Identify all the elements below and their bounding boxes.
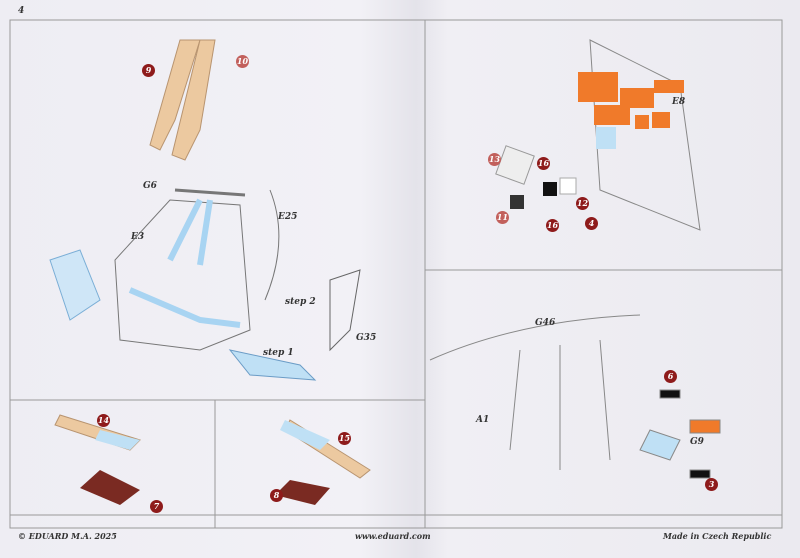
seat-harness-blue: [128, 198, 241, 328]
callout-12: 12: [576, 197, 589, 210]
part-label-g9: G9: [690, 437, 704, 447]
callout-4: 4: [585, 217, 598, 230]
callout-13: 13: [488, 153, 501, 166]
origin-text: Made in Czech Republic: [663, 531, 772, 541]
part-g35: [329, 269, 361, 352]
part-label-e8: E8: [672, 97, 686, 107]
callout-14: 14: [97, 414, 110, 427]
part-label-e25: E25: [278, 212, 298, 222]
part-label-e3: E3: [131, 232, 145, 242]
callout-8: 8: [270, 489, 283, 502]
part-label-a1: A1: [476, 415, 490, 425]
step-2-label: step 2: [285, 297, 316, 307]
step-1-label: step 1: [263, 348, 294, 358]
callout-6: 6: [664, 370, 677, 383]
belt-detail: [49, 249, 101, 321]
callout-15: 15: [338, 432, 351, 445]
seat-belts: [149, 39, 216, 161]
part-label-g46: G46: [535, 318, 556, 328]
part-label-g6: G6: [143, 181, 157, 191]
paint-swatch-e8: [654, 80, 684, 93]
seat: [114, 188, 280, 351]
page-border: [9, 19, 783, 529]
canopy-frame: [429, 314, 721, 479]
page-number: 4: [18, 6, 25, 16]
callout-16-bottom: 16: [546, 219, 559, 232]
callout-9: 9: [142, 64, 155, 77]
paint-swatch-g9: [689, 419, 721, 434]
callout-16-top: 16: [537, 157, 550, 170]
copyright: © EDUARD M.A. 2025: [18, 531, 117, 541]
callout-10: 10: [236, 55, 249, 68]
callout-3: 3: [705, 478, 718, 491]
instrument-panel: [495, 39, 701, 231]
callout-11: 11: [496, 211, 509, 224]
website-link[interactable]: www.eduard.com: [355, 531, 431, 541]
floor-pe: [228, 349, 317, 381]
callout-7: 7: [150, 500, 163, 513]
part-label-g35: G35: [356, 333, 377, 343]
